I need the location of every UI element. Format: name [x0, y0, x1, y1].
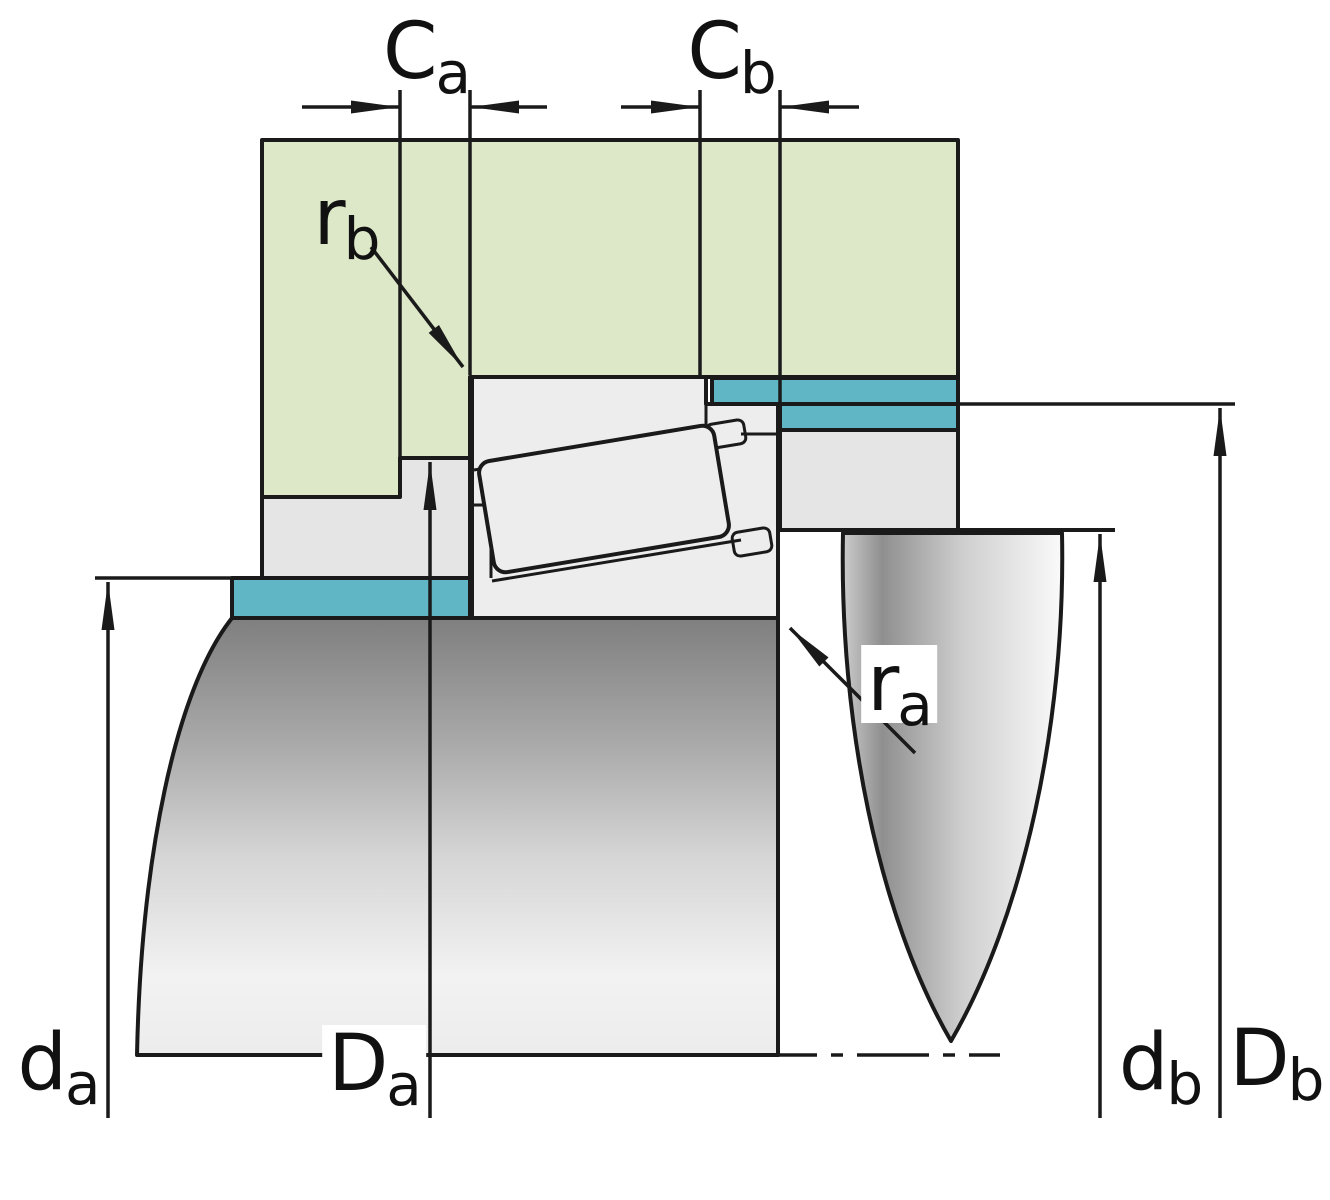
abutment-collar-left	[230, 576, 472, 620]
label-Db-main: D	[1229, 1014, 1290, 1104]
dimension-Db	[958, 402, 1235, 1118]
label-db: db	[1119, 1024, 1203, 1113]
leader-ra	[788, 626, 917, 755]
label-Da-main: D	[328, 1019, 388, 1109]
label-Cb-main: C	[687, 7, 741, 97]
label-Da-sub: a	[386, 1051, 422, 1119]
label-rb-main: r	[313, 173, 346, 263]
label-db-main: d	[1118, 1018, 1168, 1108]
shaft-section	[135, 616, 780, 1057]
abutment-ring-right-lower	[778, 402, 960, 432]
label-da-main: d	[17, 1018, 66, 1108]
label-Ca-main: C	[382, 7, 437, 97]
label-da-sub: a	[64, 1050, 101, 1118]
label-ra-sub: a	[897, 671, 933, 739]
abutment-ring-right-upper	[710, 376, 960, 406]
label-rb: rb	[314, 179, 381, 268]
label-Db: Db	[1230, 1020, 1325, 1109]
label-da: da	[17, 1024, 100, 1113]
label-Db-sub: b	[1287, 1046, 1325, 1114]
dimension-Ca	[302, 90, 547, 458]
label-ra-main: r	[867, 639, 899, 729]
dimension-da	[95, 576, 232, 1118]
leader-rb	[369, 245, 465, 369]
tapered-roller	[477, 423, 731, 575]
cage-bar-bottom	[730, 526, 774, 558]
label-db-sub: b	[1166, 1050, 1203, 1118]
label-Cb: Cb	[687, 13, 776, 102]
label-Ca: Ca	[383, 13, 471, 102]
inner-ring-raceway	[491, 538, 742, 583]
label-rb-sub: b	[343, 205, 381, 273]
label-Da: Da	[322, 1025, 426, 1114]
label-ra: ra	[861, 645, 937, 734]
dimension-Cb	[621, 90, 859, 403]
right-spacer-ring	[778, 428, 960, 532]
label-Cb-sub: b	[739, 39, 777, 107]
shaft-shoulder-fillet	[840, 531, 1065, 1043]
label-Ca-sub: a	[435, 39, 471, 107]
